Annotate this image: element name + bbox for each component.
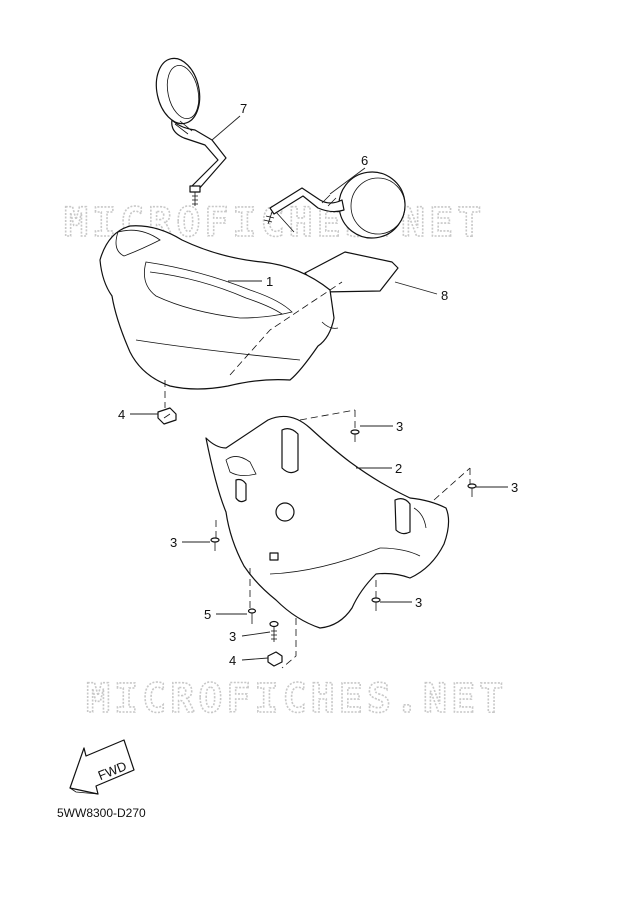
- assembly-line: [281, 618, 297, 669]
- callout-8: 8: [441, 288, 448, 303]
- watermark-bottom: MICROFICHES.NET: [86, 676, 507, 722]
- screw-c-part[interactable]: [210, 537, 220, 551]
- callout-3-f: 3: [229, 629, 236, 644]
- assembly-line: [433, 467, 471, 501]
- leader-line: [394, 281, 438, 295]
- callout-4-left: 4: [118, 407, 125, 422]
- fwd-arrow-icon: FWD: [69, 739, 135, 795]
- assembly-line: [299, 409, 356, 421]
- mirror-right-part[interactable]: [263, 168, 409, 243]
- screw-f-part[interactable]: [269, 620, 279, 643]
- mirror-left-part[interactable]: [151, 54, 227, 206]
- leader-line: [211, 115, 241, 141]
- assembly-line: [229, 281, 343, 376]
- callout-1: 1: [266, 274, 273, 289]
- callout-6: 6: [361, 153, 368, 168]
- nut-left-part[interactable]: [157, 407, 177, 425]
- callout-3-b: 3: [511, 480, 518, 495]
- callout-5: 5: [204, 607, 211, 622]
- callout-3-a: 3: [396, 419, 403, 434]
- screw-b-part[interactable]: [467, 483, 477, 497]
- callout-4-bottom: 4: [229, 653, 236, 668]
- callout-3-d: 3: [415, 595, 422, 610]
- leader-line: [329, 167, 366, 195]
- leader-line: [241, 631, 271, 637]
- diagram-code: 5WW8300-D270: [57, 806, 146, 820]
- front-cover-part[interactable]: [99, 225, 339, 390]
- screw-a-part[interactable]: [350, 429, 360, 442]
- callout-7: 7: [240, 101, 247, 116]
- nut-bottom-part[interactable]: [267, 651, 283, 667]
- callout-3-c: 3: [170, 535, 177, 550]
- callout-2: 2: [395, 461, 402, 476]
- leader-line: [241, 657, 269, 661]
- screw-d-part[interactable]: [371, 597, 381, 611]
- rear-cover-part[interactable]: [205, 415, 450, 629]
- screw-e-part[interactable]: [247, 608, 257, 624]
